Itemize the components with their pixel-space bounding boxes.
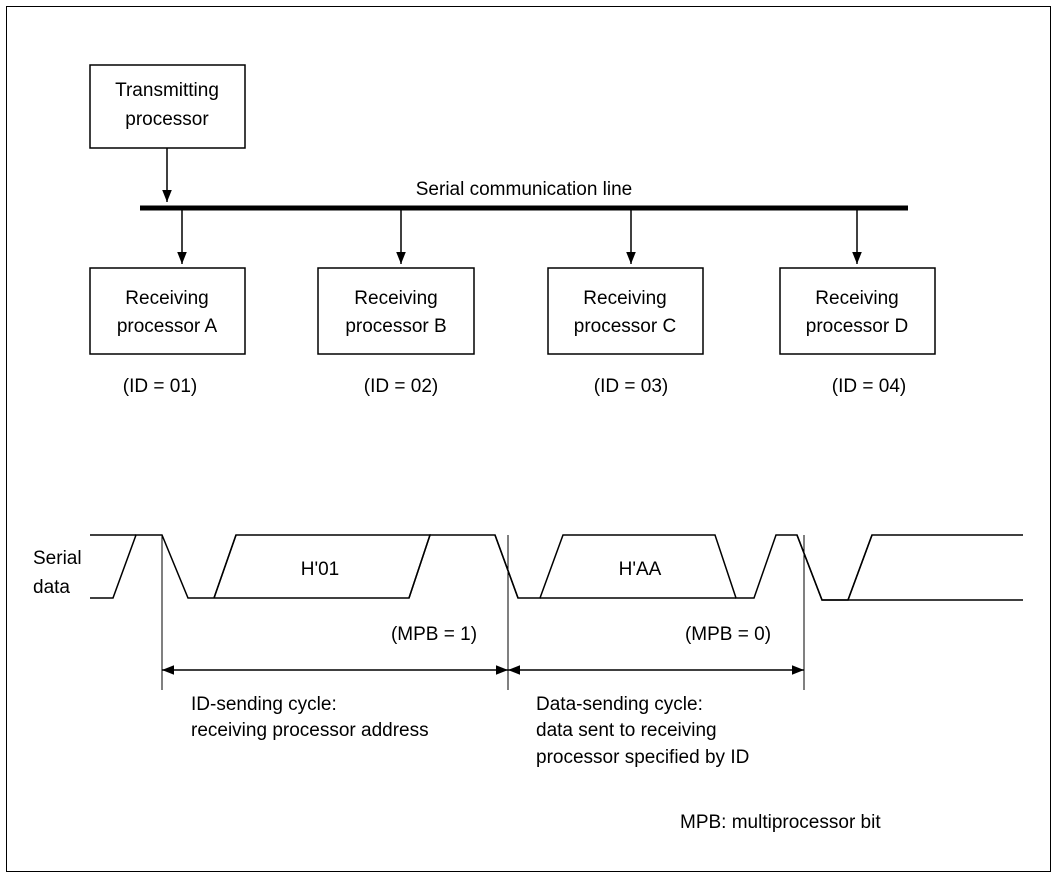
- receiver-b-label-line1: Receiving: [354, 288, 437, 309]
- id-cycle-text-line1: ID-sending cycle:: [191, 694, 337, 715]
- diagram-frame: [6, 6, 1051, 872]
- cycle-markers: [161, 535, 805, 690]
- receiving-processor-a: Receiving processor A: [89, 267, 246, 355]
- receiving-processor-d: Receiving processor D: [779, 267, 936, 355]
- id-cycle-text-line2: receiving processor address: [191, 720, 429, 741]
- data-cycle-text-line1: Data-sending cycle:: [536, 694, 703, 715]
- receiver-a-label-line1: Receiving: [125, 288, 208, 309]
- transmitter-label-line1: Transmitting: [115, 80, 219, 101]
- receiver-a-label-line2: processor A: [117, 316, 218, 337]
- frame1-value: H'01: [301, 559, 339, 580]
- transmitter-label-line2: processor: [125, 109, 209, 130]
- receiver-c-label-line1: Receiving: [583, 288, 666, 309]
- receiving-processor-b: Receiving processor B: [317, 267, 475, 355]
- receiver-c-label-line2: processor C: [574, 316, 676, 337]
- receiver-d-label-line2: processor D: [806, 316, 908, 337]
- receiver-d-label-line1: Receiving: [815, 288, 898, 309]
- receiver-d-id: (ID = 04): [832, 376, 906, 397]
- data-cycle-text-line2: data sent to receiving: [536, 720, 717, 741]
- footnote: MPB: multiprocessor bit: [680, 812, 881, 833]
- serial-data-label-line2: data: [33, 577, 70, 598]
- receiver-b-label-line2: processor B: [345, 316, 446, 337]
- receiver-a-id: (ID = 01): [123, 376, 197, 397]
- mpb-1-label: (MPB = 1): [391, 624, 477, 645]
- data-cycle-text-line3: processor specified by ID: [536, 747, 749, 768]
- receiver-c-id: (ID = 03): [594, 376, 668, 397]
- serial-data-waveform: [90, 534, 1023, 601]
- receiving-processor-c: Receiving processor C: [547, 267, 704, 355]
- receiver-b-id: (ID = 02): [364, 376, 438, 397]
- mpb-0-label: (MPB = 0): [685, 624, 771, 645]
- frame2-value: H'AA: [619, 559, 662, 580]
- serial-data-label-line1: Serial: [33, 548, 82, 569]
- transmitting-processor: Transmitting processor: [89, 64, 246, 149]
- bus-label: Serial communication line: [416, 179, 633, 200]
